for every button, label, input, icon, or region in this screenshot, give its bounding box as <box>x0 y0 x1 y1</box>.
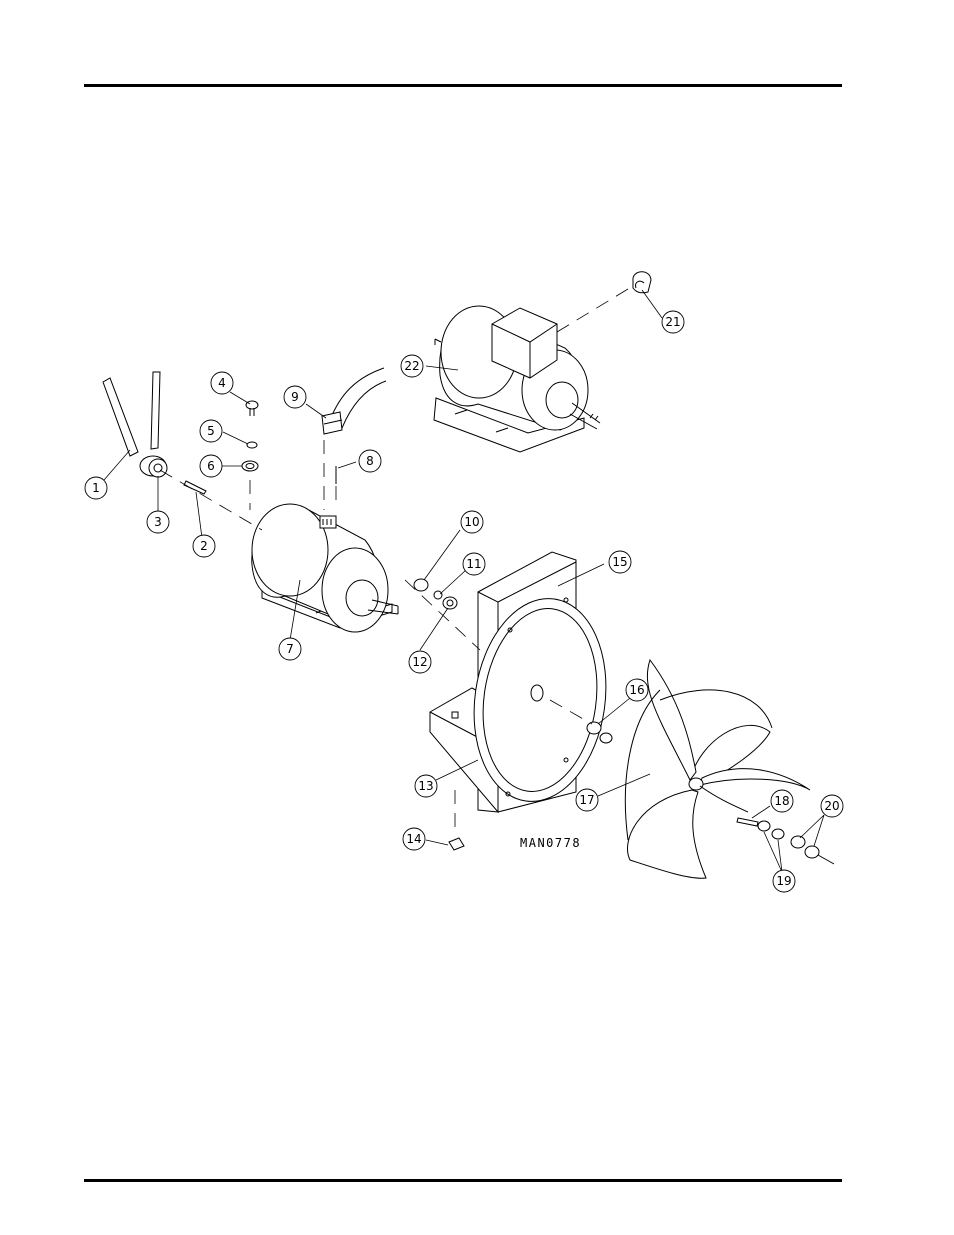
main-motor <box>251 503 399 633</box>
callout-15: 15 <box>608 550 632 574</box>
callout-7: 7 <box>278 637 302 661</box>
callout-16: 16 <box>625 678 649 702</box>
callout-4: 4 <box>210 371 234 395</box>
callout-18: 18 <box>770 789 794 813</box>
drawing-number: MAN0778 <box>520 836 581 850</box>
wire-clip <box>632 271 652 294</box>
svg-text:3: 3 <box>154 515 162 529</box>
callout-8: 8 <box>358 449 382 473</box>
fasteners <box>413 578 613 851</box>
svg-text:10: 10 <box>464 515 479 529</box>
svg-text:7: 7 <box>286 642 294 656</box>
callout-9: 9 <box>283 385 307 409</box>
callout-10: 10 <box>460 510 484 534</box>
svg-text:8: 8 <box>366 454 374 468</box>
svg-text:11: 11 <box>466 557 481 571</box>
power-cord <box>321 367 387 484</box>
switch-arm-assembly <box>102 371 207 495</box>
callout-13: 13 <box>414 774 438 798</box>
callout-19: 19 <box>772 869 796 893</box>
callout-22: 22 <box>400 354 424 378</box>
svg-text:5: 5 <box>207 424 215 438</box>
svg-text:1: 1 <box>92 481 100 495</box>
svg-text:18: 18 <box>774 794 789 808</box>
svg-text:4: 4 <box>218 376 226 390</box>
callout-3: 3 <box>146 510 170 534</box>
svg-text:6: 6 <box>207 459 215 473</box>
callout-21: 21 <box>661 310 685 334</box>
fan-blade <box>624 658 811 879</box>
svg-text:19: 19 <box>776 874 791 888</box>
callout-5: 5 <box>199 419 223 443</box>
svg-text:2: 2 <box>200 539 208 553</box>
motor-assembly-upper <box>433 305 601 453</box>
svg-text:12: 12 <box>412 655 427 669</box>
callout-2: 2 <box>192 534 216 558</box>
svg-text:15: 15 <box>612 555 627 569</box>
small-hardware <box>241 400 259 472</box>
callout-11: 11 <box>462 552 486 576</box>
bottom-rule <box>84 1179 842 1182</box>
top-rule <box>84 84 842 87</box>
svg-text:21: 21 <box>665 315 680 329</box>
svg-text:16: 16 <box>629 683 644 697</box>
svg-text:9: 9 <box>291 390 299 404</box>
assembly-centerlines <box>159 285 634 836</box>
svg-text:20: 20 <box>824 799 839 813</box>
svg-text:13: 13 <box>418 779 433 793</box>
callouts: 1 2 3 4 5 6 7 8 9 10 11 12 13 14 15 16 1… <box>84 310 844 893</box>
fan-shroud <box>429 551 607 814</box>
svg-text:17: 17 <box>579 793 594 807</box>
leader-lines <box>103 289 825 873</box>
svg-text:14: 14 <box>406 832 421 846</box>
callout-20: 20 <box>820 794 844 818</box>
callout-17: 17 <box>575 788 599 812</box>
callout-14: 14 <box>402 827 426 851</box>
callout-12: 12 <box>408 650 432 674</box>
fan-hardware <box>736 817 835 865</box>
callout-6: 6 <box>199 454 223 478</box>
callout-1: 1 <box>84 476 108 500</box>
svg-text:22: 22 <box>404 359 419 373</box>
